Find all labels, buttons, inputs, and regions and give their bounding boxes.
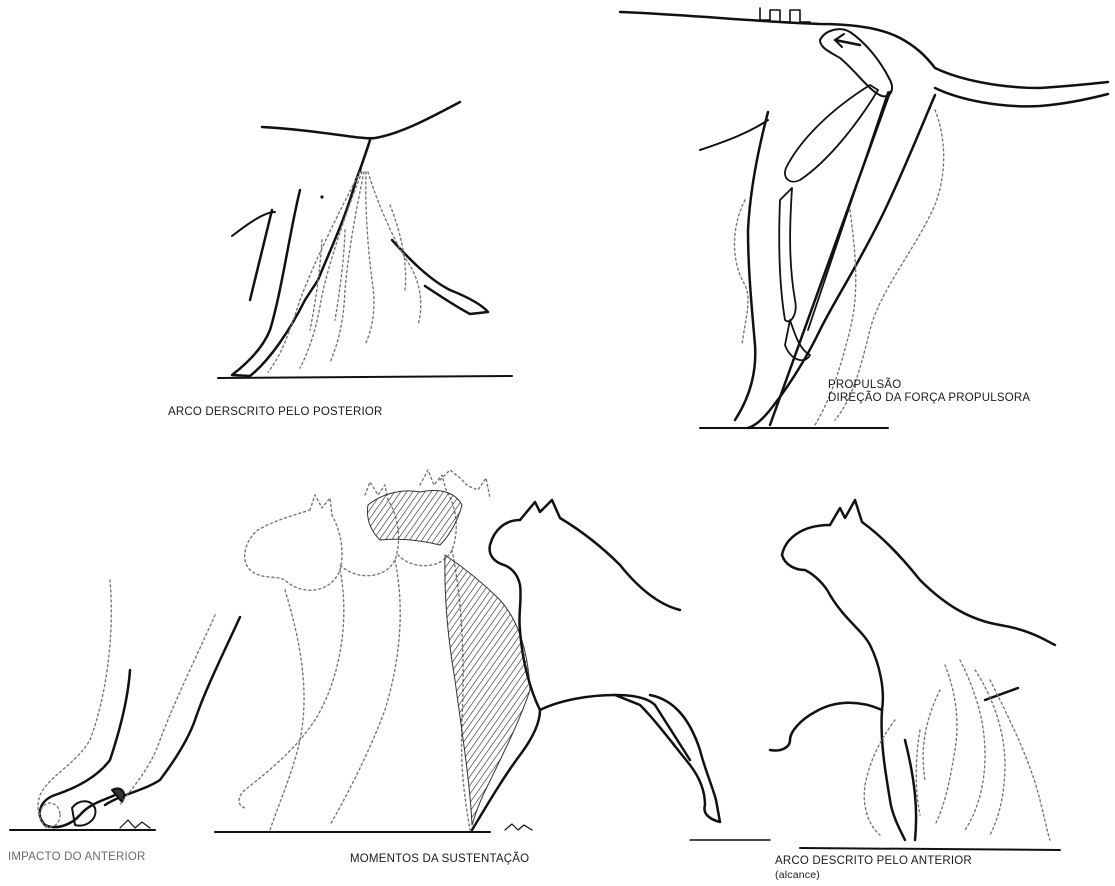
prop-ghost-lines [734, 110, 943, 425]
caption-support-moments: MOMENTOS DA SUSTENTAÇÃO [350, 853, 529, 866]
prop-tibia [779, 188, 795, 321]
fore-ground [800, 848, 1060, 850]
prop-spine-detail [760, 8, 810, 22]
support-hatch-head [368, 491, 463, 545]
hind-ground [218, 376, 512, 378]
caption-arc-posterior: ARCO DERSCRITO PELO POSTERIOR [168, 406, 383, 419]
prop-belly-line [935, 88, 1108, 106]
impact-paw [72, 801, 95, 825]
support-hatch-shoulder [445, 555, 530, 825]
panel-support-moments [215, 470, 770, 840]
prop-chest-line [700, 120, 768, 150]
hind-ghost-legs [268, 172, 421, 372]
hind-dot [320, 195, 323, 198]
panel-hind-arc [218, 102, 512, 378]
fore-solid-dog [770, 500, 1055, 840]
prop-leg-front [735, 112, 768, 420]
panel-fore-arc [770, 500, 1060, 850]
caption-propulsion-title: PROPULSÃO [828, 379, 901, 392]
hind-back-line [262, 102, 460, 138]
caption-arc-anterior: ARCO DESCRITO PELO ANTERIOR [775, 855, 972, 868]
panel-anterior-impact [10, 580, 240, 830]
prop-pelvis [820, 29, 892, 96]
hind-left-stroke [250, 210, 272, 300]
caption-propulsion-direction: DIREÇÃO DA FORÇA PROPULSORA [828, 392, 1030, 405]
impact-leg-back [105, 617, 240, 805]
caption-anterior-impact: IMPACTO DO ANTERIOR [8, 851, 146, 864]
caption-arc-anterior-note: (alcance) [775, 869, 820, 882]
panel-propulsion [620, 8, 1108, 428]
prop-back-line [620, 12, 1108, 88]
hind-extended-leg [392, 240, 488, 314]
